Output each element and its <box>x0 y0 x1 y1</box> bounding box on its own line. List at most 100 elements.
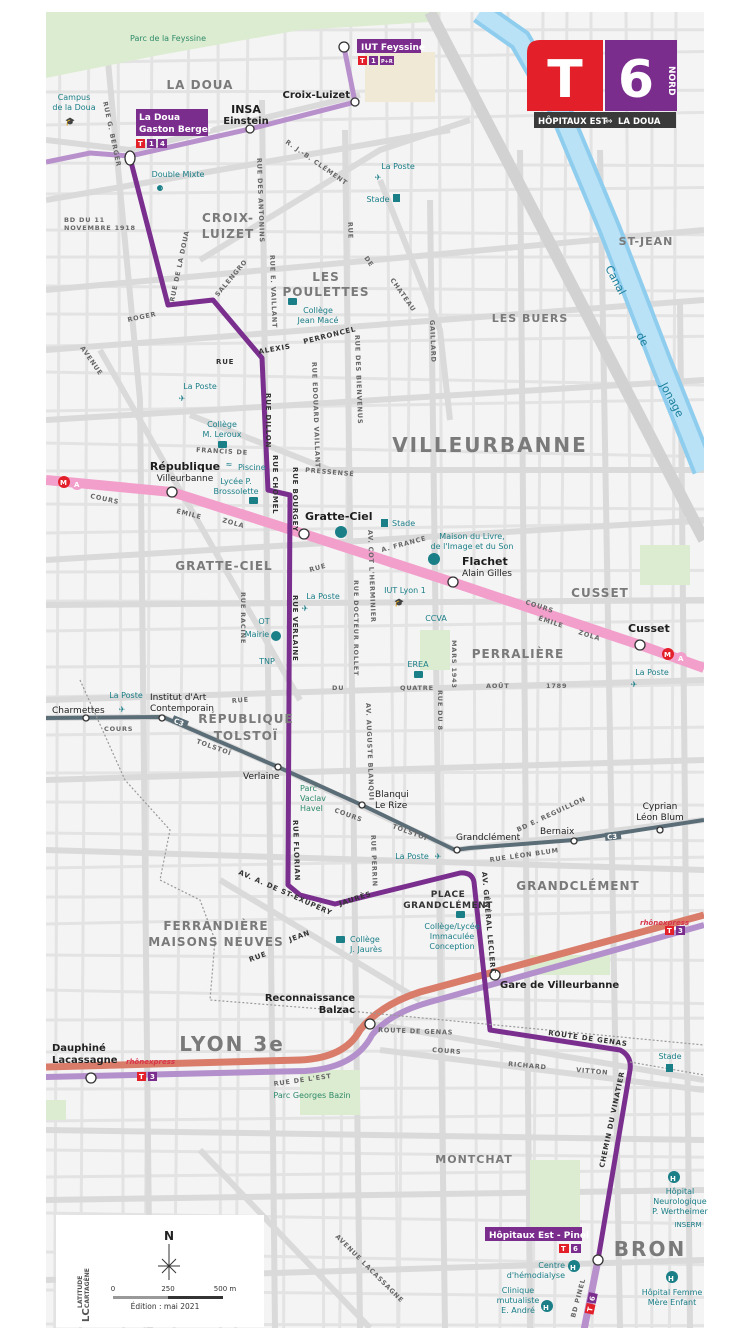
poi-label: Centre <box>538 1261 565 1270</box>
hospital-icon: H <box>568 1260 580 1272</box>
media-library-icon <box>428 553 440 565</box>
station-gare-villeurbanne[interactable] <box>489 969 501 981</box>
station-name: Blanqui <box>375 790 409 800</box>
street <box>46 228 704 237</box>
t1-line <box>46 46 358 165</box>
metro-badge: M <box>60 479 67 487</box>
station-name: INSA <box>231 103 261 116</box>
station-iut-feyssine[interactable] <box>338 41 350 53</box>
station-hopitaux-est[interactable] <box>592 1254 604 1266</box>
street <box>198 117 471 263</box>
street <box>46 988 704 1006</box>
street <box>677 299 693 1328</box>
street <box>46 127 451 203</box>
station-cusset[interactable] <box>634 639 646 651</box>
station-dauphine[interactable] <box>85 1072 97 1084</box>
station-name: Hôpitaux Est - Pinel <box>489 1230 589 1241</box>
poi-label: Mairie <box>245 630 270 639</box>
hospital-h: H <box>668 1275 674 1283</box>
north-label: N <box>164 1229 174 1243</box>
station-sub: Contemporain <box>150 704 214 714</box>
street-label: RICHARD <box>508 1060 547 1071</box>
park-area <box>420 630 450 670</box>
station-name: République <box>150 460 220 473</box>
hospital-icon: H <box>541 1300 553 1312</box>
station-name: Gare de Villeurbanne <box>500 980 619 991</box>
station-cyprian[interactable] <box>656 826 664 834</box>
station-name: Reconnaissance <box>265 993 355 1004</box>
street <box>46 908 704 926</box>
post-office-icon: ✈ <box>375 173 382 182</box>
hospital-h: H <box>670 1175 676 1183</box>
poi-label: M. Leroux <box>202 430 241 439</box>
street <box>427 199 448 1328</box>
poi-label: Conception <box>429 942 474 951</box>
poi-label: La Poste <box>395 852 429 861</box>
station-verlaine[interactable] <box>274 763 282 771</box>
canal-word: de <box>633 330 651 348</box>
station-hopitaux-est-label: Hôpitaux Est - Pinel T 6 <box>485 1227 589 1253</box>
street-label: RUE PERRIN <box>369 835 379 887</box>
station-institut-art[interactable] <box>158 714 166 722</box>
district-label: LES <box>312 270 340 284</box>
poi-label: Campus <box>58 93 91 102</box>
station-blanqui[interactable] <box>358 801 366 809</box>
street-label: RUE EDOUARD VAILLANT <box>310 362 322 469</box>
station-sub: Le Rize <box>375 801 408 811</box>
school-icon <box>249 497 258 504</box>
park-area <box>530 1160 580 1240</box>
poi-label: Stade <box>658 1052 681 1061</box>
poi-label: Jean Macé <box>297 315 339 325</box>
street <box>624 12 638 1328</box>
street-label: RUE RACINE <box>239 592 247 644</box>
poi-label: Immaculée <box>430 931 474 941</box>
station-name: Grandclément <box>456 832 521 843</box>
district-label: GRATTE-CIEL <box>175 559 272 573</box>
station-croix-luizet[interactable] <box>350 97 360 107</box>
station-reconnaissance[interactable] <box>364 1018 376 1030</box>
poi-label: Brossolette <box>213 487 258 496</box>
tram-badge: T <box>667 927 672 935</box>
station-grandclement[interactable] <box>453 846 461 854</box>
street-label: FRANCIS DE <box>196 446 248 457</box>
legend-box <box>56 1215 264 1327</box>
street <box>46 502 704 511</box>
poi-label: Piscine <box>238 463 266 472</box>
district-label: CUSSET <box>571 586 629 600</box>
station-flachet[interactable] <box>447 576 459 588</box>
station-gratte-ciel[interactable] <box>298 528 310 540</box>
publisher-name: LATITUDE <box>77 1276 84 1308</box>
station-name: Cusset <box>628 622 670 635</box>
street-label: NOVEMBRE 1918 <box>64 224 136 232</box>
station-la-doua[interactable] <box>124 150 136 166</box>
park-ride-badge: P+R <box>381 59 393 65</box>
poi-label: Stade <box>366 195 389 204</box>
street <box>46 597 704 608</box>
line-logo: T 6 NORD HÔPITAUX EST ⇔ LA DOUA <box>527 40 677 128</box>
poi-labels: Parc de la Feyssine Campus de la Doua 🎓 … <box>52 34 708 1315</box>
scale-bar-segment <box>113 1296 168 1299</box>
district-label: GRANDCLÉMENT <box>516 878 639 893</box>
street <box>46 377 704 423</box>
street <box>589 12 594 1328</box>
station-name: Bernaix <box>540 827 575 837</box>
poi-label: Hôpital <box>666 1186 694 1196</box>
station-charmettes[interactable] <box>82 714 90 722</box>
poi-label: Clinique <box>502 1286 534 1295</box>
metro-line-badge: A <box>678 655 684 663</box>
station-sub: Einstein <box>223 116 268 127</box>
street <box>46 757 704 783</box>
poi-label: Collège <box>350 934 380 944</box>
poi-label: La Poste <box>306 592 340 601</box>
metro-a-line <box>46 475 704 673</box>
metro-line-badge: A <box>74 481 80 489</box>
station-name: Cyprian <box>643 802 678 812</box>
station-republique[interactable] <box>166 486 178 498</box>
post-office-icon: ✈ <box>631 680 638 689</box>
station-bernaix[interactable] <box>570 837 578 845</box>
tram-badge: T <box>360 57 365 65</box>
station-insa-einstein[interactable] <box>245 124 255 134</box>
line-badge: 4 <box>160 140 165 148</box>
poi-label: TNP <box>258 657 275 666</box>
street-label: RUE VERLAINE <box>291 595 299 662</box>
